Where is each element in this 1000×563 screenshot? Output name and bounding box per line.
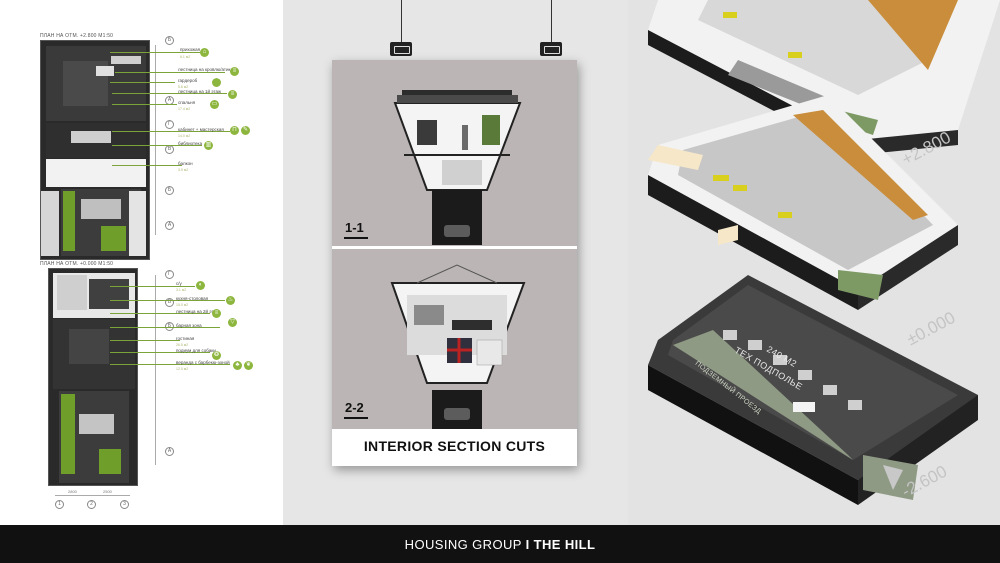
footer-prefix: HOUSING GROUP [404, 537, 526, 552]
axis-bubble: А [165, 221, 174, 230]
section-1-1-label: 1-1 [345, 220, 364, 235]
axonometric-drawing [648, 0, 1000, 505]
axis-bubble: Б [165, 36, 174, 45]
callout-label: лестница на 2й этаж [176, 309, 219, 314]
callout-area: 26.5 м2 [176, 343, 189, 347]
section-1-1-drawing [393, 90, 522, 245]
callout-area: 17.4 м2 [178, 107, 191, 111]
callout-area: 6.1 м2 [180, 55, 191, 59]
callout-label: барная зона [176, 323, 202, 328]
callout-area: 12.0 м2 [176, 367, 189, 371]
dimension-value: 2500 [103, 489, 112, 494]
axis-bubble: 3 [120, 500, 129, 509]
section-cuts-panel: 1-1 2-2 INTERIOR SECTION CUTS [283, 0, 628, 525]
callout-label: подиум для собаки [176, 348, 216, 353]
callout-label: с/у [176, 281, 182, 286]
axis-bubble: Б [165, 322, 174, 331]
section-poster: 1-1 2-2 INTERIOR SECTION CUTS [332, 60, 577, 466]
plan-upper-title: ПЛАН НА ОТМ. +2.800 М1:50 [40, 33, 114, 39]
poster-clip-icon [390, 42, 412, 56]
callout-label: гардероб [178, 78, 198, 83]
callout-label: кухня-столовая [176, 296, 209, 301]
footer-project-name: I THE HILL [525, 537, 596, 552]
axis-bubble: Б [165, 186, 174, 195]
section-divider [332, 246, 577, 249]
books-icon: ▥ [204, 141, 213, 150]
axis-bubble: В [165, 298, 174, 307]
axis-bubble: В [165, 145, 174, 154]
callout-area: 3.9 м2 [178, 168, 189, 172]
section-1-1-underline [344, 237, 368, 239]
leaf-icon: ❦ [244, 361, 253, 370]
callout-area: 15.0 м2 [176, 303, 189, 307]
callout-label: спальня [178, 100, 196, 105]
section-2-2-label: 2-2 [345, 400, 364, 415]
floor-plans-panel: ПЛАН НА ОТМ. +2.800 М1:50 Б А Г В Б А пр… [0, 0, 283, 525]
tools-icon: ✎ [241, 126, 250, 135]
callout-label: балкон [178, 161, 193, 166]
axis-bubble: 2 [87, 500, 96, 509]
bed-icon: ▭ [210, 100, 219, 109]
axis-bubble: А [165, 447, 174, 456]
footer-bar: HOUSING GROUP I THE HILL [0, 525, 1000, 563]
callout-area: 14.0 м2 [178, 134, 191, 138]
axis-bubble: Г [165, 120, 174, 129]
callout-label: веранда с барбекю-зоной [176, 360, 230, 365]
axis-bubble: 1 [55, 500, 64, 509]
callout-label: библиотека [178, 141, 203, 146]
grill-icon: ♣ [233, 361, 242, 370]
callout-label: прихожая [180, 47, 201, 52]
door-icon: ⌂ [200, 48, 209, 57]
stairs-icon: ≡ [212, 309, 221, 318]
callout-area: 5.6 м2 [178, 85, 189, 89]
footer-title: HOUSING GROUP I THE HILL [0, 537, 1000, 552]
section-2-2-drawing [390, 264, 526, 430]
stairs-icon: ≡ [228, 90, 237, 99]
poster-footer [332, 429, 577, 466]
axonometric-panel: ТЕХ ПОДПОЛЬЕ 240 М2 ПОДЗЕМНЫЙ ПРОЕЗД +2.… [628, 0, 1000, 525]
plan-lower-drawing [48, 268, 138, 486]
dimension-value: 2800 [68, 489, 77, 494]
callout-label: кабинет + мастерская [178, 127, 224, 132]
poster-title: INTERIOR SECTION CUTS [363, 438, 546, 454]
toilet-icon: ◐ [196, 281, 205, 290]
axis-bubble: Г [165, 270, 174, 279]
callout-area: 3.1 м2 [176, 288, 187, 292]
kitchen-icon: ♨ [226, 296, 235, 305]
bar-icon: ▽ [228, 318, 237, 327]
callout-label: лестница на кровлю/атик [178, 67, 231, 72]
callout-label: лестница на 1й этаж [178, 89, 221, 94]
plan-upper-drawing [40, 40, 150, 260]
desk-icon: ⊓ [230, 126, 239, 135]
plan-lower-title: ПЛАН НА ОТМ. +0.000 М1:50 [40, 261, 114, 267]
dog-icon: ❂ [212, 351, 221, 360]
section-2-2-underline [344, 417, 368, 419]
poster-clip-icon [540, 42, 562, 56]
callout-label: гостиная [176, 336, 195, 341]
hanger-icon: ⌒ [212, 78, 221, 87]
stairs-icon: ≡ [230, 67, 239, 76]
